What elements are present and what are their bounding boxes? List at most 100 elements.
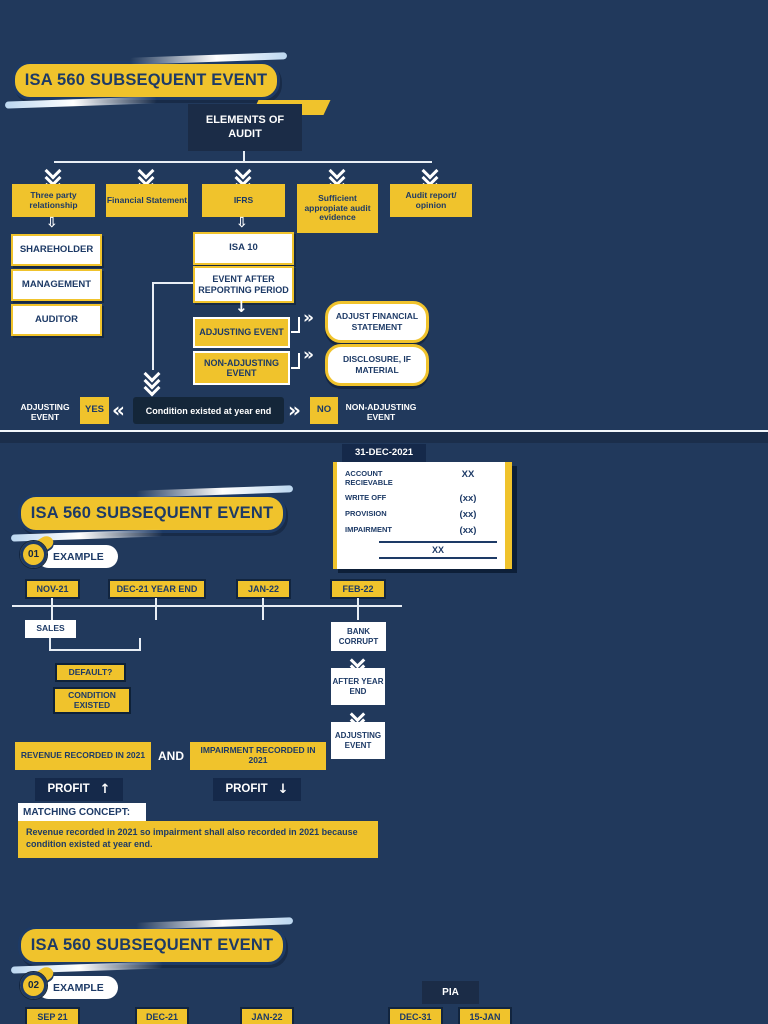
branch-three-party: Three party relationship <box>12 184 95 217</box>
slide3-title: ISA 560 SUBSEQUENT EVENT <box>18 926 286 965</box>
example-badge: EXAMPLE <box>37 976 118 999</box>
branch-label: IFRS <box>233 194 254 205</box>
timeline-tick <box>262 598 264 620</box>
party-label: AUDITOR <box>34 313 79 325</box>
bracket-line <box>139 638 141 651</box>
branch-financial-statement: Financial Statement <box>106 184 188 217</box>
slide1-title-text: ISA 560 SUBSEQUENT EVENT <box>24 71 268 89</box>
ledger-label: PROVISION <box>345 508 387 518</box>
timeline-label: FEB-22 <box>342 583 374 594</box>
ledger-value: (xx) <box>459 508 477 520</box>
branch-label: Audit report/ opinion <box>405 189 457 210</box>
party-management: MANAGEMENT <box>11 269 102 301</box>
decision-left-label: ADJUSTING EVENT <box>10 399 80 425</box>
example-number-badge: 01 <box>19 540 48 569</box>
branch-sufficient-evidence: Sufficient appropiate audit evidence <box>297 184 378 233</box>
party-label: MANAGEMENT <box>21 278 92 290</box>
and-label: AND <box>153 744 189 768</box>
profit-down-box: PROFIT ↓ <box>213 778 301 801</box>
node-label: NON-ADJUSTING EVENT <box>203 357 279 378</box>
double-chevron-right-icon: » <box>303 345 314 365</box>
triple-chevron-down-icon <box>143 365 161 397</box>
matching-concept-body-text: Revenue recorded in 2021 so impairment s… <box>26 827 358 850</box>
connector-elbow <box>291 353 300 369</box>
node-label: EVENT AFTER REPORTING PERIOD <box>198 274 289 295</box>
revenue-recorded-label: REVENUE RECORDED IN 2021 <box>20 750 146 761</box>
timeline-jan22: JAN-22 <box>240 1007 294 1024</box>
connector-elbow <box>291 317 300 333</box>
party-label: SHAREHOLDER <box>19 243 94 255</box>
ledger-row: WRITE OFF (xx) <box>345 493 497 504</box>
timeline-label: DEC-21 <box>145 1011 178 1022</box>
hollow-arrow-down-icon: ⇩ <box>46 215 58 231</box>
decision-no: NO <box>310 397 338 424</box>
ledger-label: WRITE OFF <box>345 492 387 502</box>
decision-yes: YES <box>80 397 109 424</box>
branch-ifrs: IFRS <box>202 184 285 217</box>
timeline-dec21: DEC-21 <box>135 1007 189 1024</box>
ledger-row: PROVISION (xx) <box>345 509 497 520</box>
double-chevron-right-icon: » <box>288 398 301 422</box>
ledger-row: ACCOUNT RECIEVABLE XX <box>345 469 497 488</box>
default-label: DEFAULT? <box>68 666 113 677</box>
tree-line-horizontal <box>54 161 432 163</box>
revenue-recorded-box: REVENUE RECORDED IN 2021 <box>15 742 151 770</box>
bracket-line <box>49 649 141 651</box>
decision-condition: Condition existed at year end <box>133 397 284 424</box>
matching-concept-body: Revenue recorded in 2021 so impairment s… <box>18 821 378 858</box>
arrow-up-icon: ↑ <box>99 782 111 797</box>
ledger-row: IMPAIRMENT (xx) <box>345 525 497 536</box>
ledger-date-text: 31-DEC-2021 <box>354 447 414 459</box>
timeline-feb22: FEB-22 <box>330 579 386 599</box>
node-label: ISA 10 <box>229 242 258 254</box>
sales-box: SALES <box>25 620 76 638</box>
branch-label: Three party relationship <box>29 189 78 210</box>
decision-right-label: NON-ADJUSTING EVENT <box>338 399 424 425</box>
example-number-badge: 02 <box>19 971 48 1000</box>
connector-line <box>152 282 193 284</box>
timeline-label: JAN-22 <box>251 1011 283 1022</box>
timeline-tick <box>155 598 157 620</box>
timeline-tick <box>357 598 359 620</box>
timeline-dec31: DEC-31 <box>388 1007 443 1024</box>
ledger-value: (xx) <box>459 524 477 536</box>
branch-label: Sufficient appropiate audit evidence <box>304 192 371 223</box>
party-auditor: AUDITOR <box>11 304 102 336</box>
connector-line <box>152 282 154 370</box>
hollow-arrow-down-icon: ⇩ <box>236 215 248 231</box>
bracket-line <box>49 638 51 651</box>
node-isa10: ISA 10 <box>193 232 294 265</box>
party-shareholder: SHAREHOLDER <box>11 234 102 266</box>
timeline-label: NOV-21 <box>36 583 69 594</box>
impairment-recorded-box: IMPAIRMENT RECORDED IN 2021 <box>190 742 326 770</box>
adjusting-event-label: ADJUSTING EVENT <box>334 731 382 750</box>
matching-concept-text: MATCHING CONCEPT: <box>23 806 131 818</box>
timeline-nov21: NOV-21 <box>25 579 80 599</box>
adjusting-event-box: ADJUSTING EVENT <box>331 722 385 759</box>
pia-label: PIA <box>442 986 459 998</box>
sales-label: SALES <box>36 623 65 634</box>
and-text: AND <box>158 748 184 763</box>
after-year-end-label: AFTER YEAR END <box>332 677 384 696</box>
timeline-15jan: 15-JAN <box>458 1007 512 1024</box>
timeline-dec21-yearend: DEC-21 YEAR END <box>108 579 206 599</box>
ledger-total: XX <box>379 540 497 559</box>
timeline-label: JAN-22 <box>247 583 279 594</box>
slide2-title: ISA 560 SUBSEQUENT EVENT <box>18 494 286 533</box>
ledger-label: ACCOUNT RECIEVABLE <box>345 469 393 488</box>
timeline-jan22: JAN-22 <box>236 579 291 599</box>
node-non-adjusting-event: NON-ADJUSTING EVENT <box>193 351 290 385</box>
ledger-card: ACCOUNT RECIEVABLE XX WRITE OFF (xx) PRO… <box>333 462 512 569</box>
root-node-text: ELEMENTS OF AUDIT <box>205 114 285 140</box>
slide3-title-text: ISA 560 SUBSEQUENT EVENT <box>30 936 274 954</box>
tree-line-vertical <box>243 151 245 162</box>
condition-existed-box: CONDITION EXISTED <box>53 687 131 714</box>
after-year-end-box: AFTER YEAR END <box>331 668 385 705</box>
timeline-label: SEP 21 <box>37 1011 68 1022</box>
root-node: ELEMENTS OF AUDIT <box>188 104 302 151</box>
timeline-label: DEC-31 <box>399 1011 432 1022</box>
pia-box: PIA <box>422 981 479 1004</box>
yes-label: YES <box>84 404 104 416</box>
profit-label: PROFIT <box>47 782 90 795</box>
